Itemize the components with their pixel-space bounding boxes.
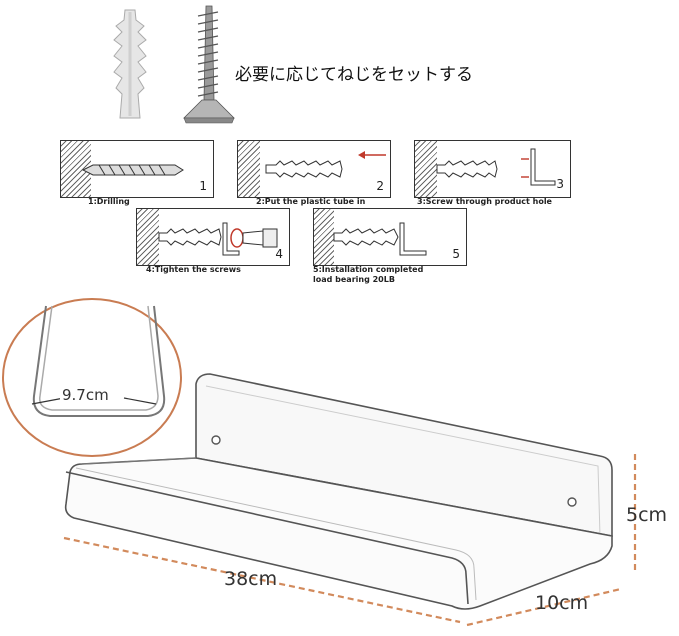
step-2-panel: 2 [237,140,391,198]
wall-anchor-icon [113,9,147,119]
step-1-number: 1 [199,179,207,193]
step-1-panel: 1 [60,140,214,198]
inner-width-label: 9.7cm [60,386,111,404]
step-4-panel: 4 [136,208,290,266]
height-label: 5cm [626,504,668,526]
tighten-screw-icon [158,222,278,256]
profile-cross-section [31,305,166,417]
length-label: 38cm [224,568,278,590]
step-5-panel: 5 [313,208,467,266]
inserted-tube-icon [436,160,498,178]
step-3-number: 3 [556,177,564,191]
step-3-panel: 3 [414,140,571,198]
depth-dimension-line [466,587,622,627]
insert-arrow-icon [358,151,386,159]
step-2-number: 2 [376,179,384,193]
height-dimension-line [633,454,637,574]
step-4-number: 4 [275,247,283,261]
shelf-icon [64,373,613,610]
step-5-caption-line2: load bearing 20LB [313,275,395,284]
depth-label: 10cm [535,592,589,614]
length-dimension-line [63,536,461,624]
profile-callout [2,298,182,457]
step-4-caption: 4:Tighten the screws [146,265,241,274]
step-3-caption: 3:Screw through product hole [417,197,552,206]
step-1-caption: 1:Drilling [88,197,130,206]
installed-screw-icon [333,222,427,256]
step-5-number: 5 [452,247,460,261]
bracket-icon [521,148,556,186]
screw-icon [183,5,235,124]
step-5-caption-line1: 5:Installation completed [313,265,424,274]
step-2-caption: 2:Put the plastic tube in [256,197,366,206]
drill-bit-icon [81,164,184,176]
step-5-caption: 5:Installation completed load bearing 20… [313,265,423,285]
screw-note: 必要に応じてねじをセットする [235,65,473,85]
plastic-tube-icon [265,160,343,178]
